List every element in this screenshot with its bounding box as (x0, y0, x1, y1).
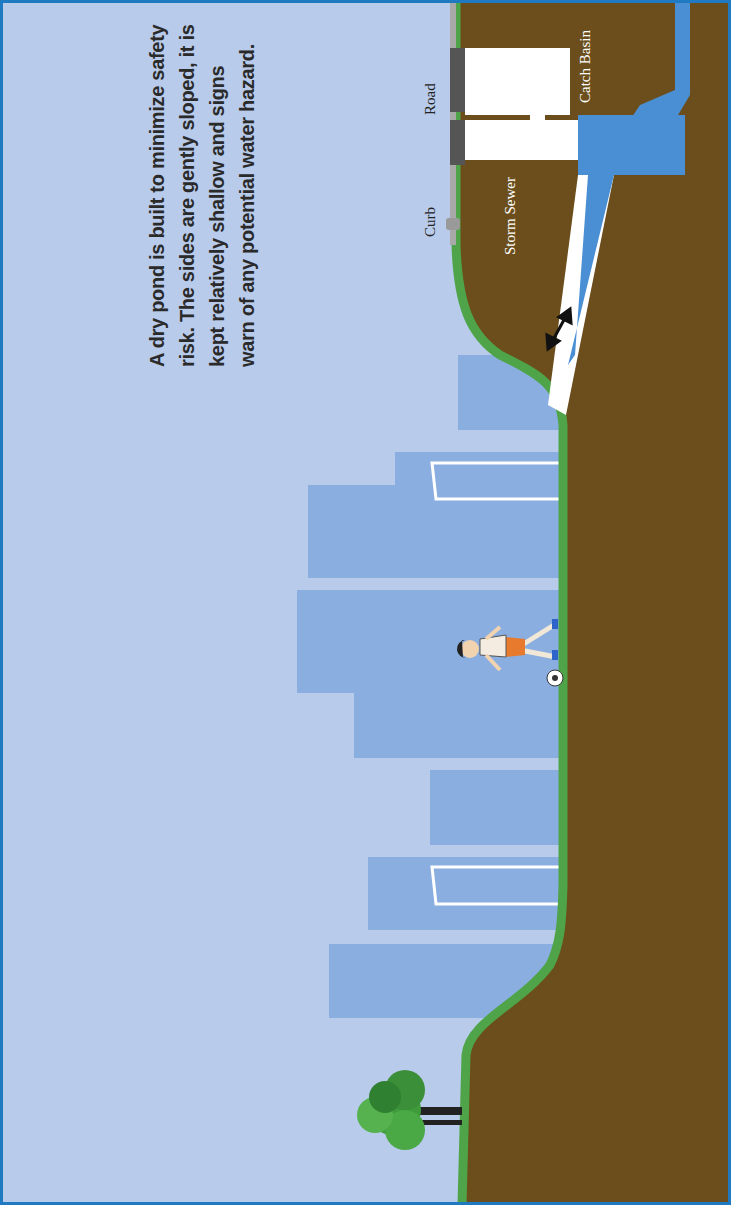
storm-sewer-label: Storm Sewer (502, 177, 519, 255)
buildings (297, 355, 570, 1018)
road-label: Road (422, 83, 439, 115)
soccer-player (457, 619, 563, 686)
note-text: A dry pond is built to minimize safety r… (142, 22, 262, 367)
catch-basin-label: Catch Basin (577, 30, 594, 103)
tree (357, 1070, 462, 1150)
flow-arrow (547, 309, 571, 349)
goal-posts (432, 463, 560, 904)
curb-label: Curb (422, 207, 439, 237)
storm-sewer-pipe (548, 175, 614, 415)
catch-basin (450, 0, 690, 175)
